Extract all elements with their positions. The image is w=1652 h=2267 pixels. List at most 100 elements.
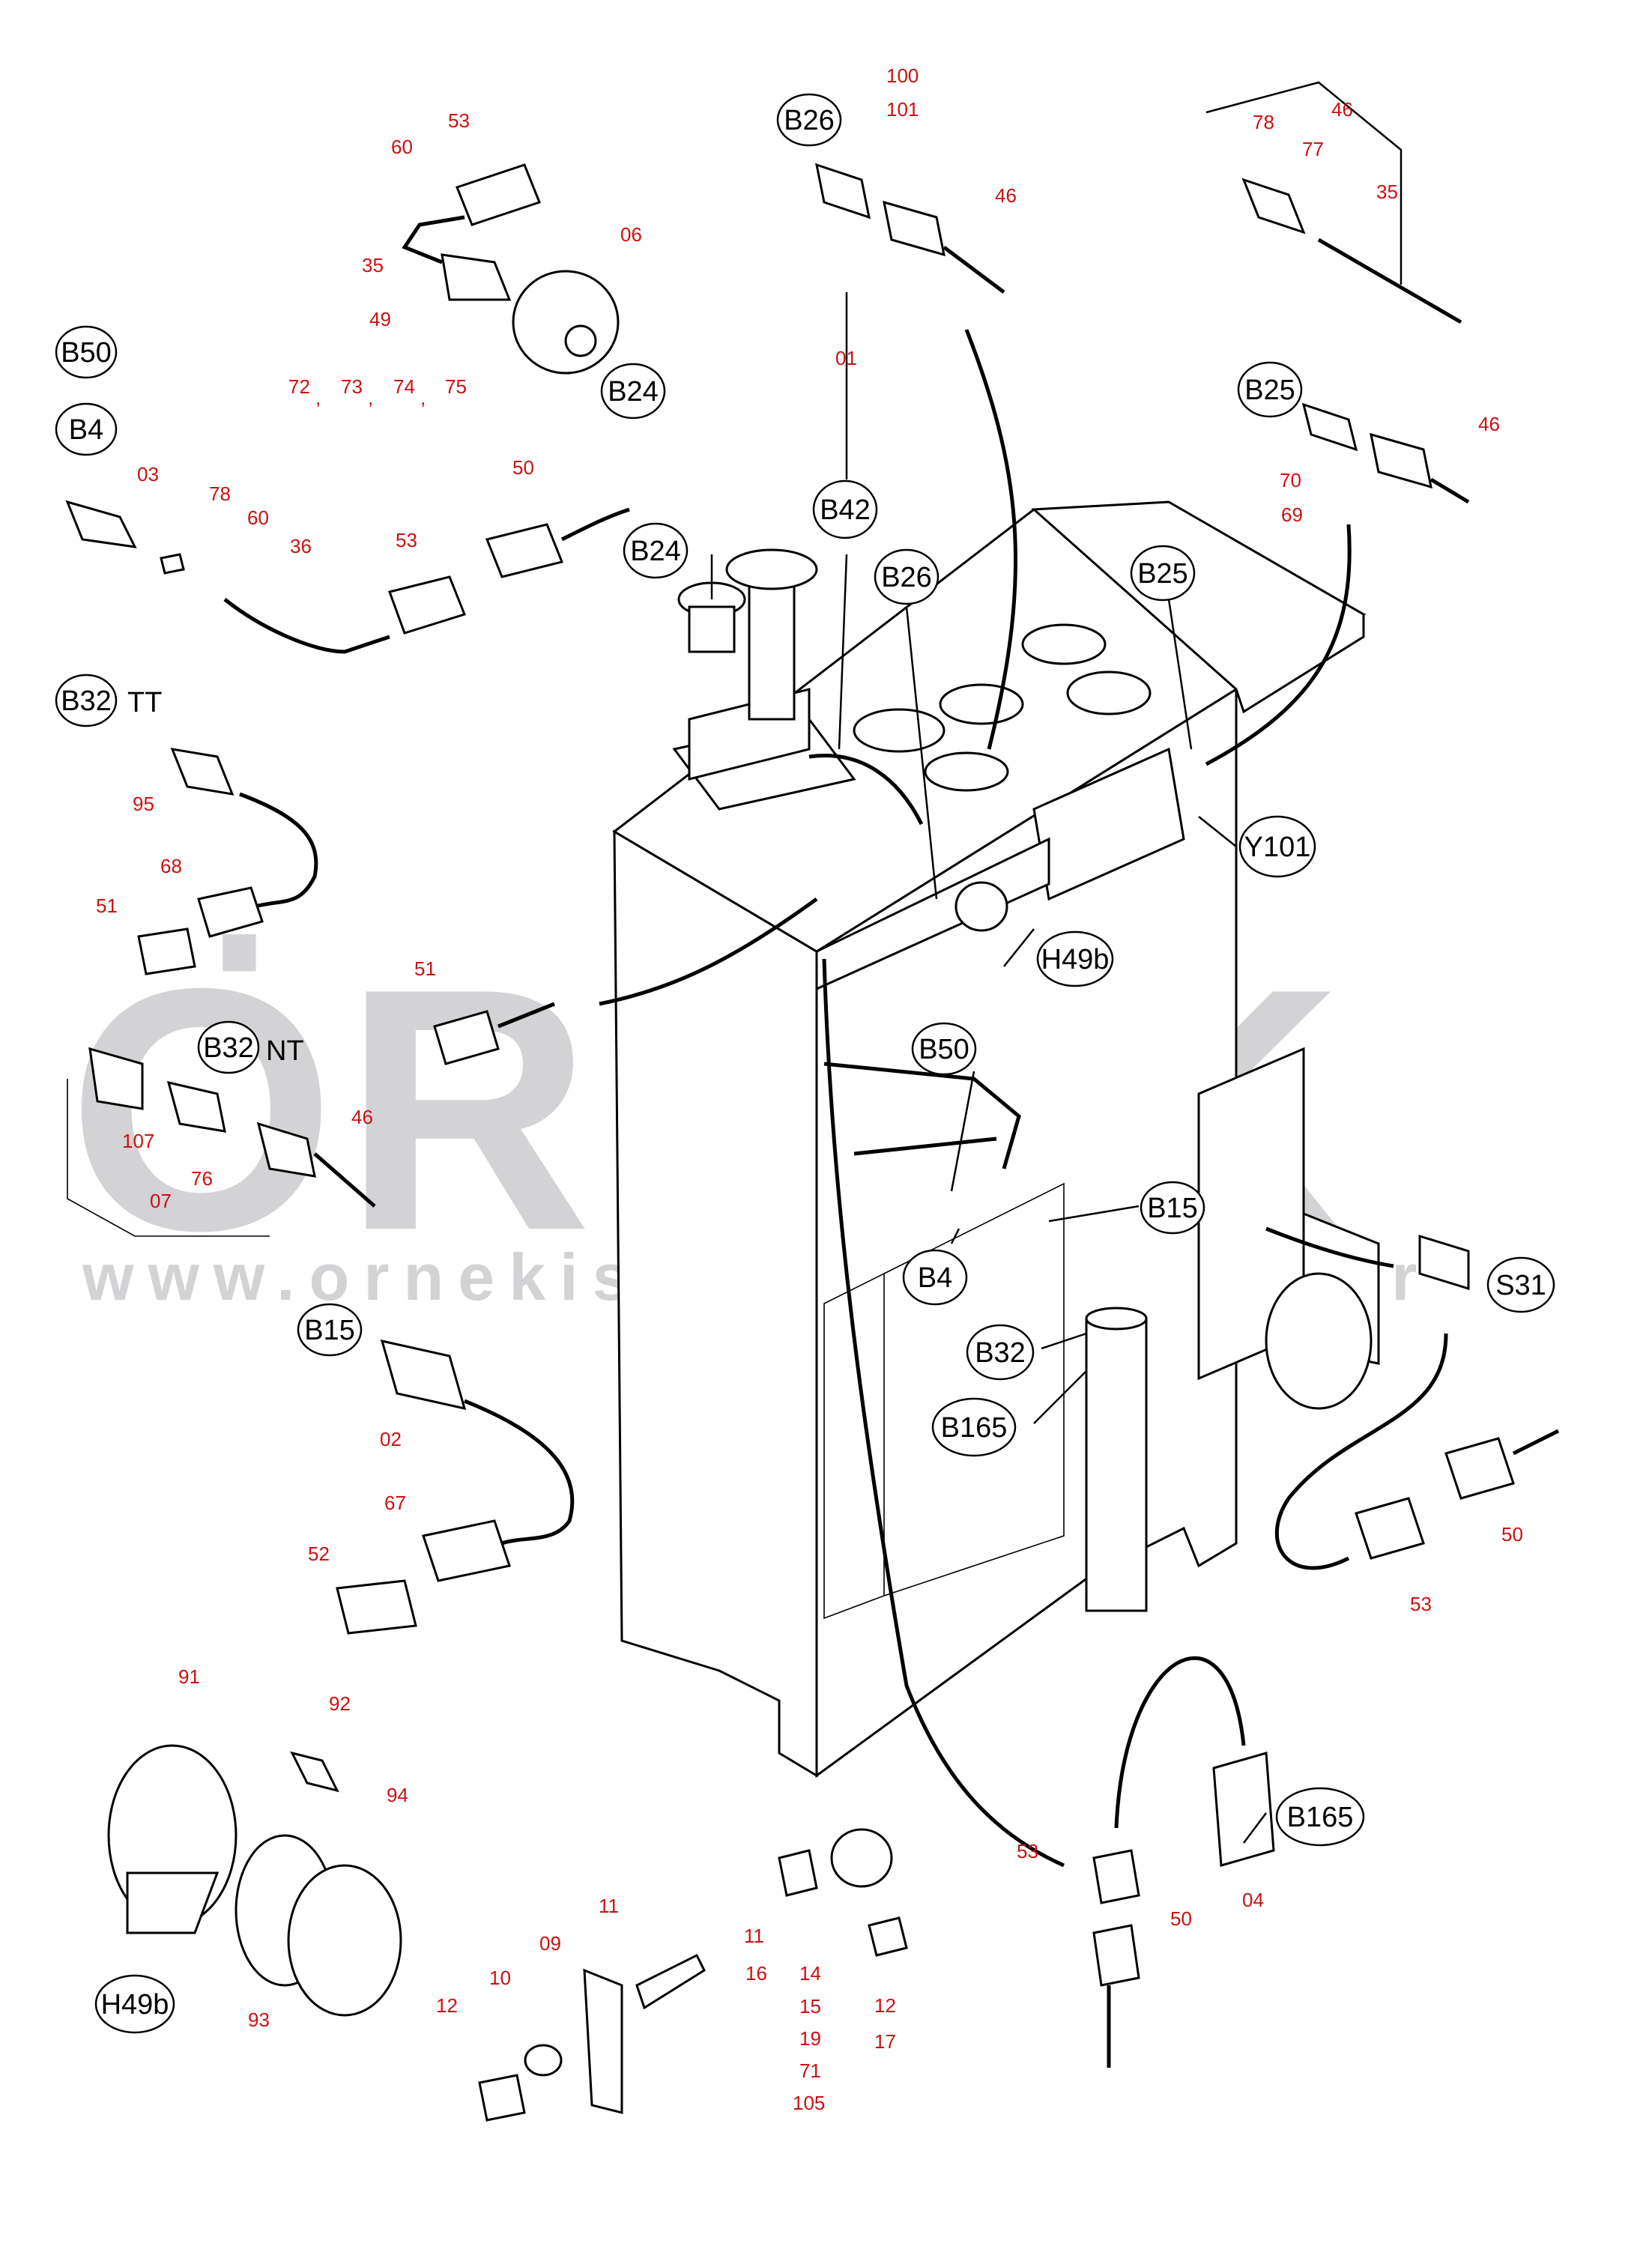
svg-text:35: 35: [1376, 181, 1398, 203]
terminal-78: [160, 553, 185, 575]
svg-text:B26: B26: [881, 562, 932, 593]
cable-b26: [943, 246, 1005, 294]
service-door: [883, 1182, 1065, 1596]
cover-94: [287, 1864, 402, 2017]
svg-text:TT: TT: [127, 687, 162, 718]
sensor-95: [170, 748, 235, 796]
svg-text:B32: B32: [975, 1337, 1026, 1369]
tag-b26-top: B26: [776, 93, 842, 147]
tag-b24-main: B24: [623, 522, 689, 579]
svg-text:06: 06: [620, 223, 642, 246]
washer-10: [524, 2044, 563, 2077]
clip-92: [290, 1751, 339, 1793]
tag-b24-top: B24: [600, 363, 666, 420]
cable-46-nt: [313, 1152, 376, 1208]
tag-b15-main: B15: [1140, 1181, 1205, 1235]
svg-text:53: 53: [1410, 1593, 1432, 1615]
adapter-107: [88, 1047, 144, 1110]
svg-text:107: 107: [122, 1130, 154, 1152]
main-harness-lower: [822, 958, 1065, 1868]
svg-text:68: 68: [160, 855, 182, 877]
deck-port-5: [924, 751, 1009, 792]
harness-b42: [808, 754, 924, 826]
b26-detail: [815, 163, 1005, 294]
connector-53-right: [1355, 1497, 1425, 1560]
svg-text:B32: B32: [203, 1032, 254, 1064]
cable-b165: [1114, 1656, 1246, 1829]
connector-53: [456, 163, 541, 226]
tag-y101: Y101: [1238, 815, 1316, 878]
svg-text:70: 70: [1280, 469, 1301, 491]
svg-text:09: 09: [539, 1932, 561, 1955]
svg-text:74: 74: [393, 375, 415, 398]
nut-12-b: [868, 1916, 908, 1957]
manifold-rail: [815, 837, 1050, 991]
svg-text:46: 46: [351, 1106, 373, 1128]
connector-52: [336, 1579, 417, 1635]
b24-cap: [725, 548, 818, 590]
switch-s31: [1418, 1234, 1470, 1291]
svg-text:10: 10: [489, 1967, 511, 1989]
svg-text:H49b: H49b: [1041, 944, 1110, 975]
tag-b165-main: B165: [931, 1397, 1017, 1457]
b165-detail: [1092, 1656, 1275, 2068]
b25-detail: [1301, 402, 1470, 504]
svg-text:B15: B15: [1147, 1193, 1198, 1224]
leader-lines: [710, 292, 1267, 1844]
stud-11-b: [778, 1849, 818, 1897]
nut-12-a: [478, 2074, 526, 2122]
b24-detail: [402, 163, 620, 375]
svg-text:,: ,: [315, 387, 321, 409]
harness-branch-b4: [853, 1136, 997, 1156]
b51-detail: [433, 1002, 555, 1065]
b15-detail: [336, 1339, 575, 1635]
svg-text:B25: B25: [1244, 375, 1295, 406]
cable-b25: [1429, 477, 1470, 504]
tank-lid: [1031, 500, 1365, 714]
svg-text:B32: B32: [61, 685, 112, 717]
tag-b25-main: B25: [1130, 545, 1196, 602]
svg-text:15: 15: [799, 1995, 821, 2018]
sensor-76: [166, 1080, 226, 1133]
cable-36: [223, 598, 390, 654]
svg-text:16: 16: [745, 1962, 767, 1985]
svg-text:73: 73: [341, 375, 363, 398]
fasteners: [478, 1828, 908, 2122]
svg-text:75: 75: [445, 375, 467, 398]
svg-text:94: 94: [387, 1784, 408, 1806]
svg-text:,: ,: [368, 387, 373, 409]
plug-77: [1241, 178, 1306, 234]
svg-text:NT: NT: [266, 1035, 304, 1067]
svg-text:B50: B50: [61, 337, 112, 369]
svg-text:12: 12: [874, 1994, 896, 2017]
svg-text:12: 12: [436, 1994, 458, 2017]
cable-51-mid: [497, 1002, 555, 1029]
connector-51-mid: [433, 1010, 500, 1065]
tag-b32-tt: B32 TT: [55, 674, 162, 727]
machine-body: [599, 329, 1394, 1868]
cable-35: [402, 215, 465, 264]
deck-port-1: [853, 708, 945, 753]
svg-text:60: 60: [247, 506, 269, 529]
part-numbers: 53 60 35 49 06 72 , 73 , 74 , 75 100 101…: [96, 64, 1523, 2114]
svg-text:95: 95: [133, 793, 154, 815]
b24-switch-body: [688, 605, 736, 653]
svg-text:60: 60: [391, 136, 413, 158]
svg-text:02: 02: [380, 1428, 402, 1450]
top-right-detail: [1205, 81, 1462, 324]
tag-b25-top: B25: [1237, 361, 1303, 418]
svg-text:01: 01: [835, 347, 857, 369]
pressure-switch-06: [512, 270, 620, 375]
svg-text:14: 14: [799, 1962, 821, 1985]
tag-b32-main: B32: [966, 1324, 1035, 1381]
svg-text:19: 19: [799, 2027, 821, 2050]
tag-h49b: H49b: [94, 1974, 175, 2034]
cable-s31-out: [1512, 1429, 1560, 1456]
svg-text:100: 100: [886, 64, 919, 87]
svg-text:B165: B165: [1287, 1802, 1354, 1833]
tag-b4-main: B4: [902, 1249, 968, 1306]
connector-b25: [1370, 432, 1432, 489]
svg-text:35: 35: [362, 254, 384, 276]
